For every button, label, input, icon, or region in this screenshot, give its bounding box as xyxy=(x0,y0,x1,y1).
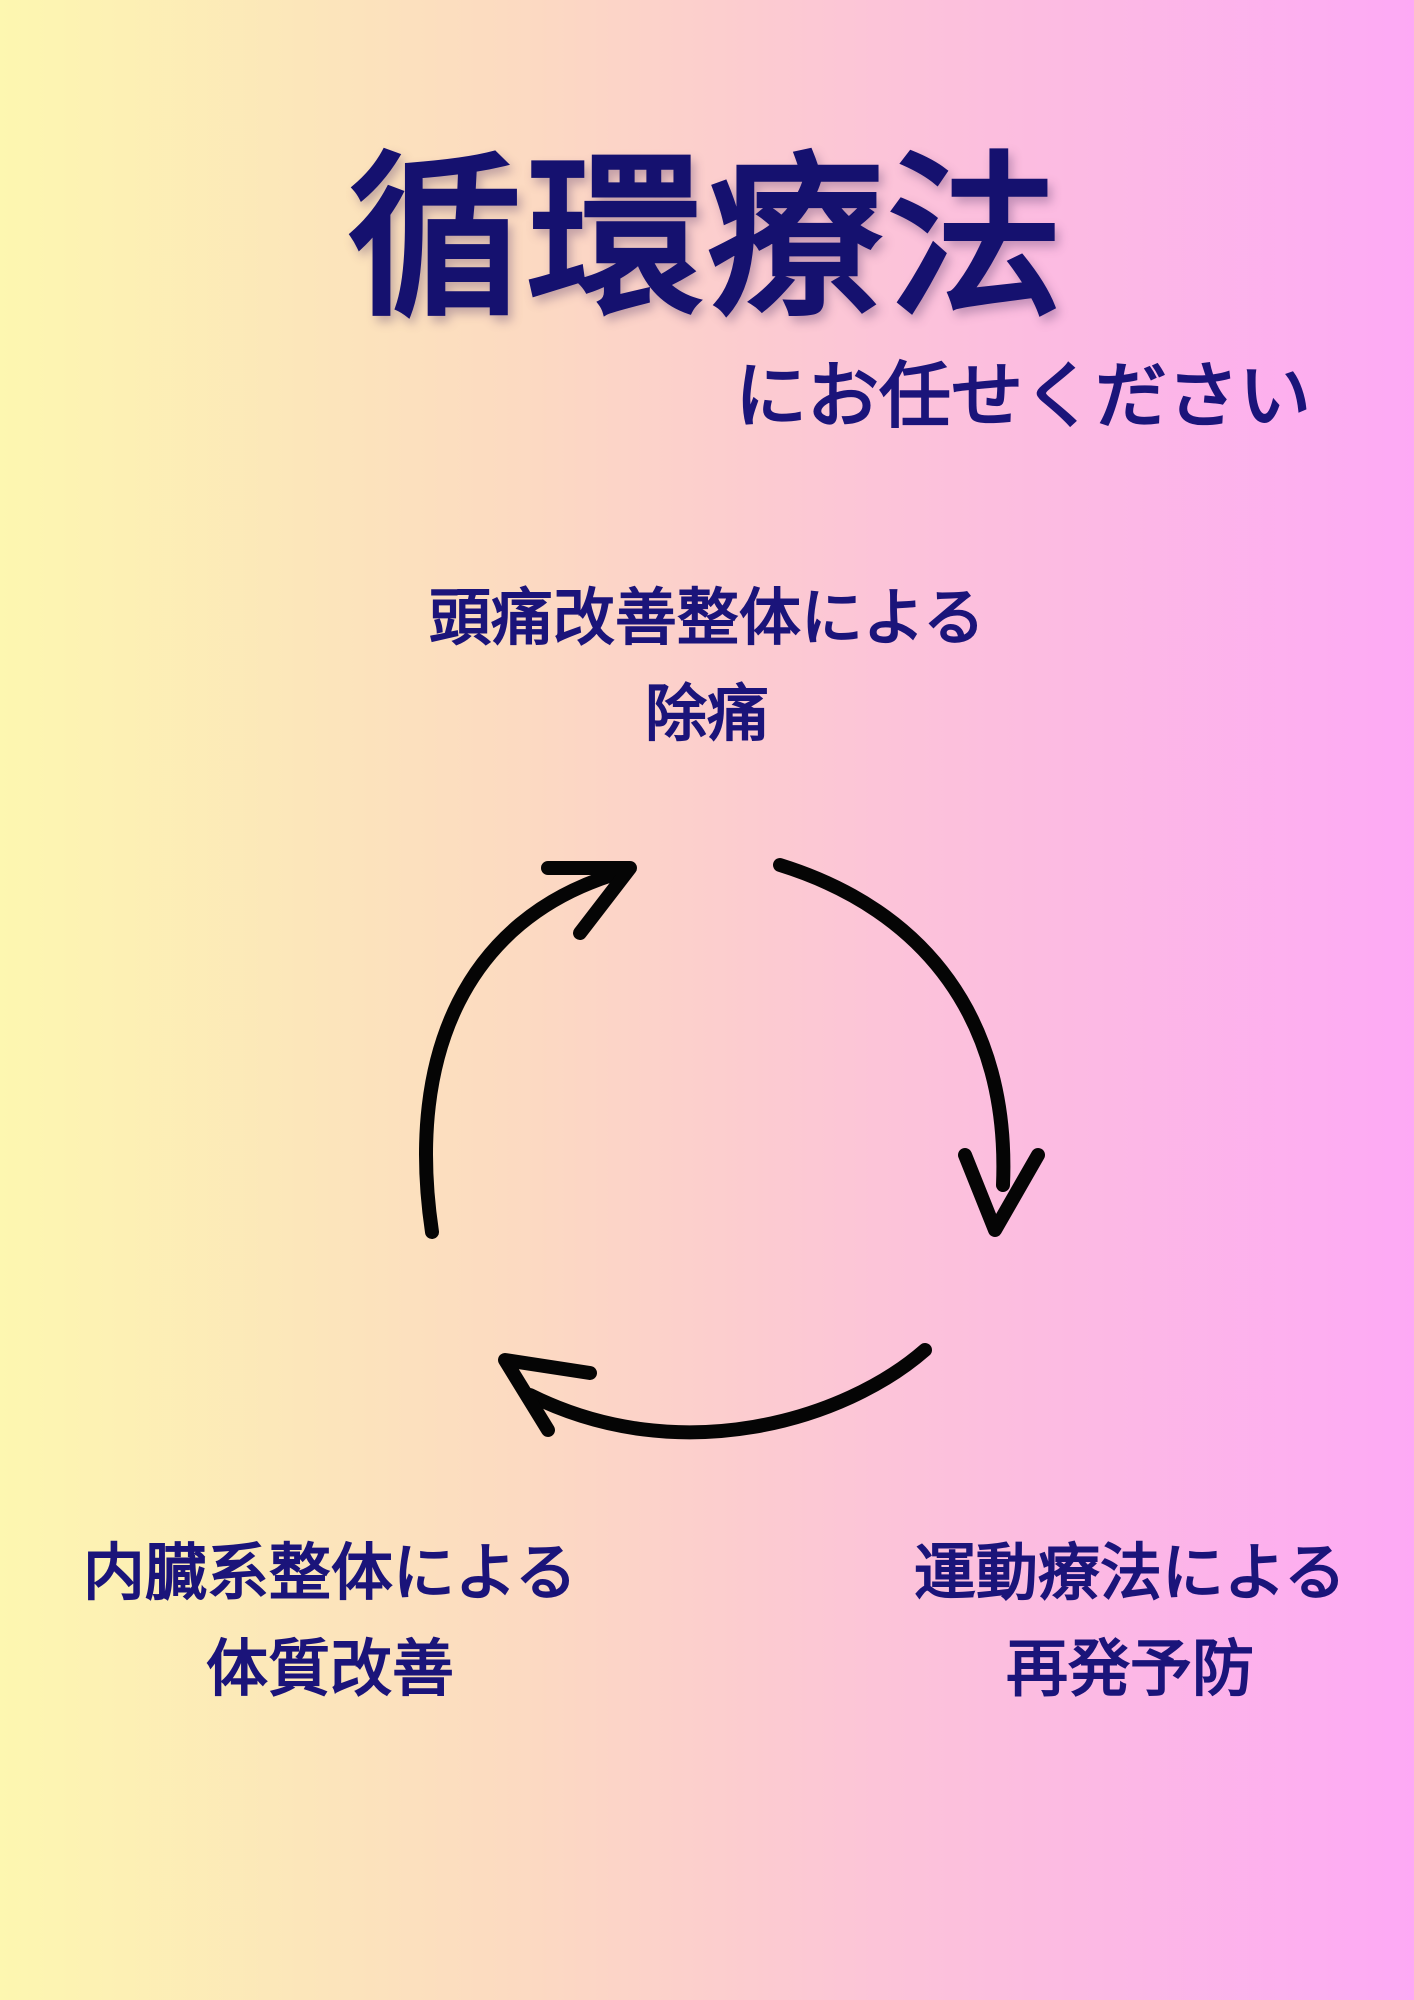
arrow-left-to-top-icon xyxy=(419,861,637,1239)
cycle-step-right-line1: 運動療法による xyxy=(913,1536,1347,1609)
arrow-right-to-bottom-icon xyxy=(498,1343,932,1440)
poster-subtitle: にお任せください xyxy=(735,354,1312,438)
cycle-step-top-line2: 除痛 xyxy=(644,677,769,750)
cycle-step-top: 頭痛改善整体による 除痛 xyxy=(357,570,1057,762)
poster-title: 循環療法 xyxy=(346,134,1067,341)
cycle-step-top-line1: 頭痛改善整体による xyxy=(428,581,986,654)
arrow-top-to-right-icon xyxy=(773,858,1045,1237)
cycle-step-right-line2: 再発予防 xyxy=(1005,1632,1254,1705)
cycle-step-left-line2: 体質改善 xyxy=(205,1632,454,1705)
cycle-step-left: 内臓系整体による 体質改善 xyxy=(20,1525,640,1717)
cycle-step-left-line1: 内臓系整体による xyxy=(82,1536,578,1609)
cycle-step-right: 運動療法による 再発予防 xyxy=(850,1525,1410,1717)
